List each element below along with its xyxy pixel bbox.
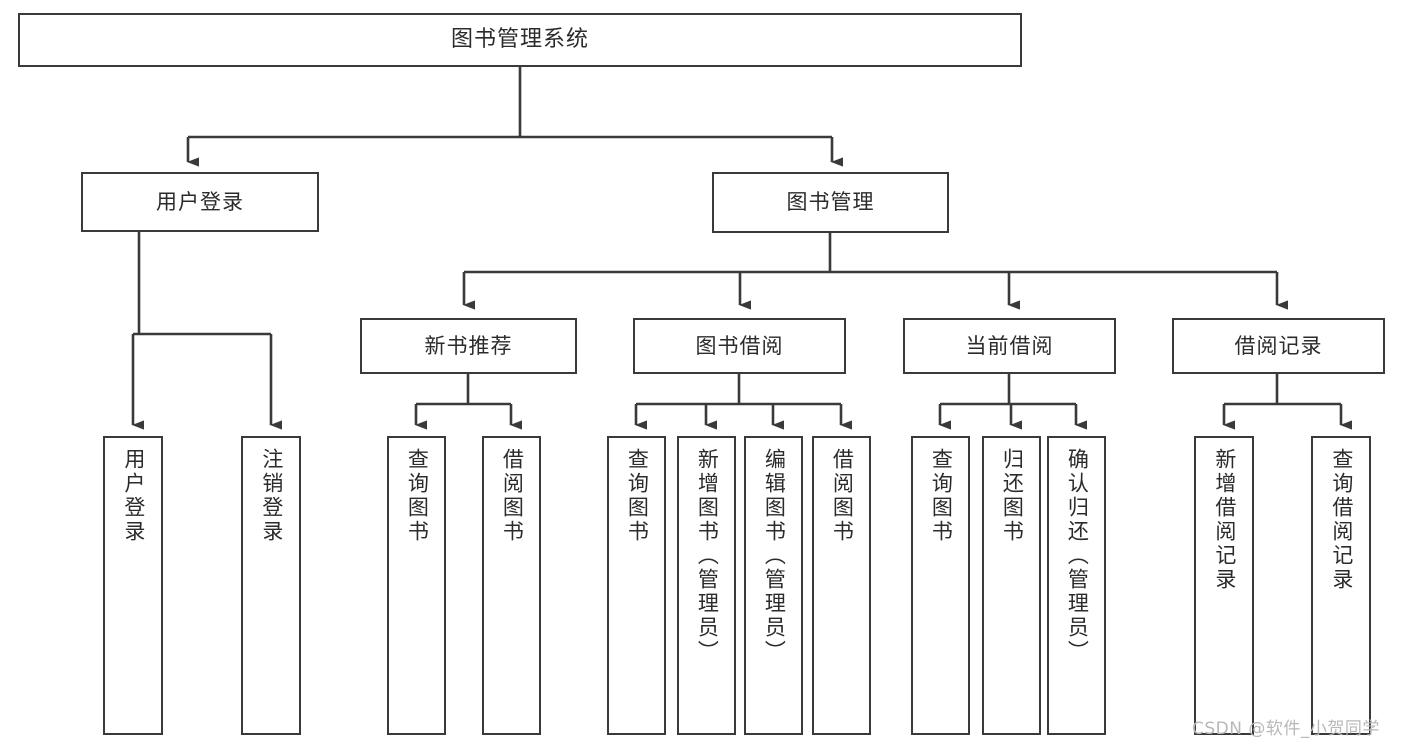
node-label: 图书管理系统 [450, 27, 589, 53]
leaf-edit-book[interactable]: 编辑图书（管理员） [744, 436, 803, 735]
leaf-query-borrow-record[interactable]: 查询借阅记录 [1311, 436, 1371, 735]
node-current-borrow[interactable]: 当前借阅 [903, 318, 1116, 374]
node-book-management-system[interactable]: 图书管理系统 [18, 13, 1022, 67]
node-label: 归还图书 [1000, 448, 1025, 544]
node-label: 新书推荐 [424, 333, 513, 358]
node-label: 用户登录 [156, 189, 244, 214]
leaf-user-login[interactable]: 用户登录 [103, 436, 163, 735]
node-label: 注销登录 [259, 448, 284, 544]
node-book-manage[interactable]: 图书管理 [712, 172, 949, 233]
node-label: 用户登录 [121, 448, 146, 544]
node-label: 查询借阅记录 [1329, 448, 1354, 592]
node-label: 确认归还（管理员） [1065, 448, 1090, 664]
node-label: 当前借阅 [965, 333, 1054, 358]
leaf-borrow-book-1[interactable]: 借阅图书 [482, 436, 541, 735]
node-label: 借阅记录 [1234, 333, 1323, 358]
leaf-add-borrow-record[interactable]: 新增借阅记录 [1194, 436, 1254, 735]
leaf-add-book[interactable]: 新增图书（管理员） [677, 436, 736, 735]
node-label: 查询图书 [929, 448, 954, 544]
leaf-query-book-2[interactable]: 查询图书 [607, 436, 666, 735]
leaf-return-book[interactable]: 归还图书 [982, 436, 1041, 735]
node-label: 查询图书 [625, 448, 650, 544]
node-label: 图书管理 [786, 190, 875, 215]
node-label: 查询图书 [405, 448, 430, 544]
leaf-user-logout[interactable]: 注销登录 [241, 436, 301, 735]
leaf-borrow-book-2[interactable]: 借阅图书 [812, 436, 871, 735]
node-book-borrow[interactable]: 图书借阅 [633, 318, 846, 374]
leaf-confirm-return[interactable]: 确认归还（管理员） [1047, 436, 1106, 735]
node-label: 新增图书（管理员） [695, 448, 720, 664]
node-borrow-record[interactable]: 借阅记录 [1172, 318, 1385, 374]
node-label: 新增借阅记录 [1212, 448, 1237, 592]
node-label: 编辑图书（管理员） [762, 448, 787, 664]
node-label: 图书借阅 [695, 333, 784, 358]
node-label: 借阅图书 [500, 448, 525, 544]
leaf-query-book-1[interactable]: 查询图书 [387, 436, 446, 735]
leaf-query-book-3[interactable]: 查询图书 [911, 436, 970, 735]
node-user-login[interactable]: 用户登录 [81, 172, 319, 232]
node-new-book-recommend[interactable]: 新书推荐 [360, 318, 577, 374]
node-label: 借阅图书 [830, 448, 855, 544]
csdn-watermark: CSDN @软件_小贺同学 [1192, 719, 1380, 739]
